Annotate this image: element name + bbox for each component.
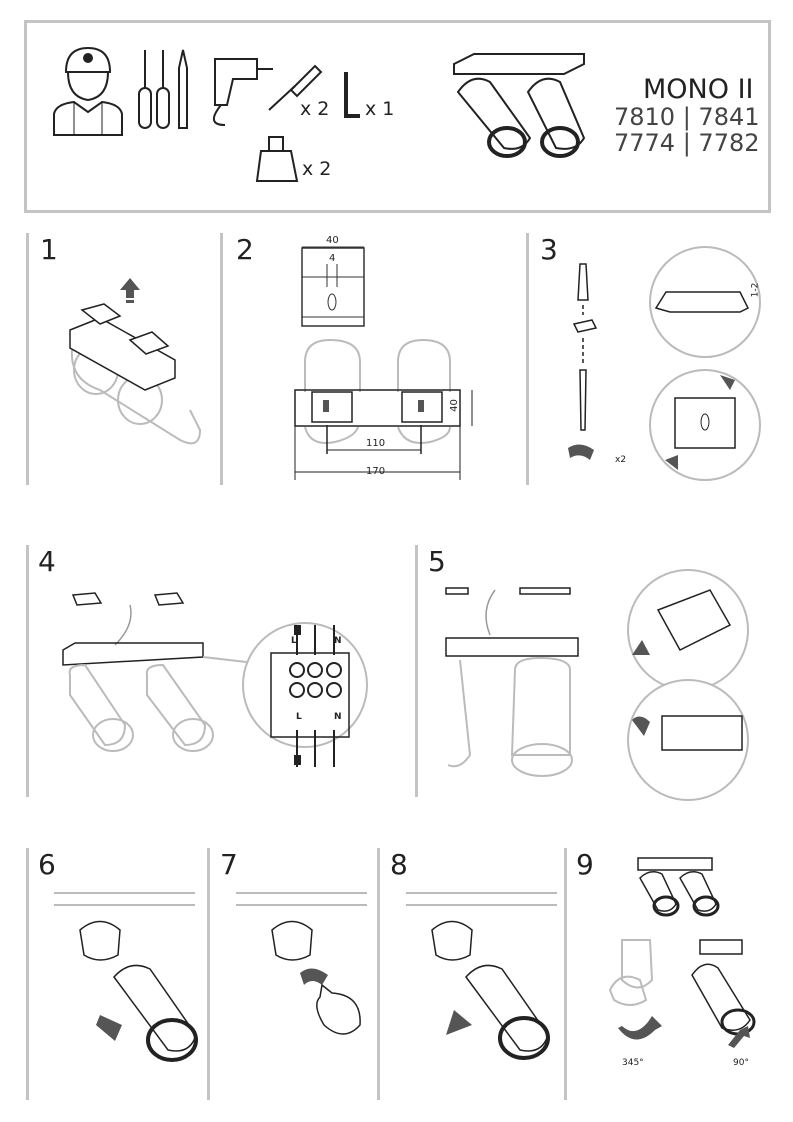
step-3-illustration <box>568 246 761 481</box>
hex-key-icon <box>344 72 360 118</box>
step-2-dimension-drawing <box>294 246 473 480</box>
gu10-bulb-icon <box>255 136 299 182</box>
header-box <box>24 20 771 213</box>
step-number-4: 4 <box>38 545 56 578</box>
step-2-divider <box>220 233 223 485</box>
step-4-divider <box>26 545 29 797</box>
dim-slot-width: 4 <box>329 253 336 264</box>
step-7-divider <box>207 848 210 1100</box>
screwdrivers-icon <box>138 49 188 129</box>
step-9-divider <box>564 848 567 1100</box>
step-number-7: 7 <box>220 848 238 881</box>
step-7-illustration <box>236 892 367 1035</box>
gap-label: 1-2 <box>750 282 761 298</box>
product-code-line-2: 7774 | 7782 <box>614 129 760 157</box>
step-number-1: 1 <box>40 233 58 266</box>
bulb-quantity: x 2 <box>302 158 332 180</box>
terminal-label-live-bottom: L <box>296 712 302 722</box>
step-number-3: 3 <box>540 233 558 266</box>
step-9-illustration <box>608 857 756 1048</box>
dim-plate-height: 40 <box>448 399 460 412</box>
product-code-line-1: 7810 | 7841 <box>614 103 760 131</box>
product-name: MONO II <box>643 74 754 105</box>
rotation-vertical-label: 90° <box>733 1058 749 1068</box>
terminal-label-live-top: L <box>291 636 297 646</box>
step-5-illustration <box>445 569 749 801</box>
step-3-divider <box>526 233 529 485</box>
step-4-illustration <box>62 592 368 767</box>
terminal-label-neutral-top: N <box>334 636 342 646</box>
step-number-5: 5 <box>428 545 446 578</box>
step-6-illustration <box>54 892 198 1062</box>
installer-icon <box>53 46 123 136</box>
anchor-quantity: x 2 <box>300 98 330 120</box>
step-8-illustration <box>406 892 557 1060</box>
product-lamp-illustration <box>453 53 586 158</box>
step-number-6: 6 <box>38 848 56 881</box>
dim-length: 170 <box>366 466 386 477</box>
step-number-9: 9 <box>576 848 594 881</box>
dim-spacing: 110 <box>366 438 386 449</box>
step-number-2: 2 <box>236 233 254 266</box>
drill-icon <box>213 58 273 126</box>
wall-anchor-icon <box>268 64 323 111</box>
step-1-divider <box>26 233 29 485</box>
rotation-horizontal-label: 345° <box>622 1058 644 1068</box>
step-1-illustration <box>69 278 202 445</box>
screw-quantity: x2 <box>615 455 627 465</box>
terminal-label-neutral-bottom: N <box>334 712 342 722</box>
step-8-divider <box>377 848 380 1100</box>
step-number-8: 8 <box>390 848 408 881</box>
step-6-divider <box>26 848 29 1100</box>
dim-plate-width: 40 <box>326 235 339 246</box>
hex-key-quantity: x 1 <box>365 98 395 120</box>
step-5-divider <box>415 545 418 797</box>
